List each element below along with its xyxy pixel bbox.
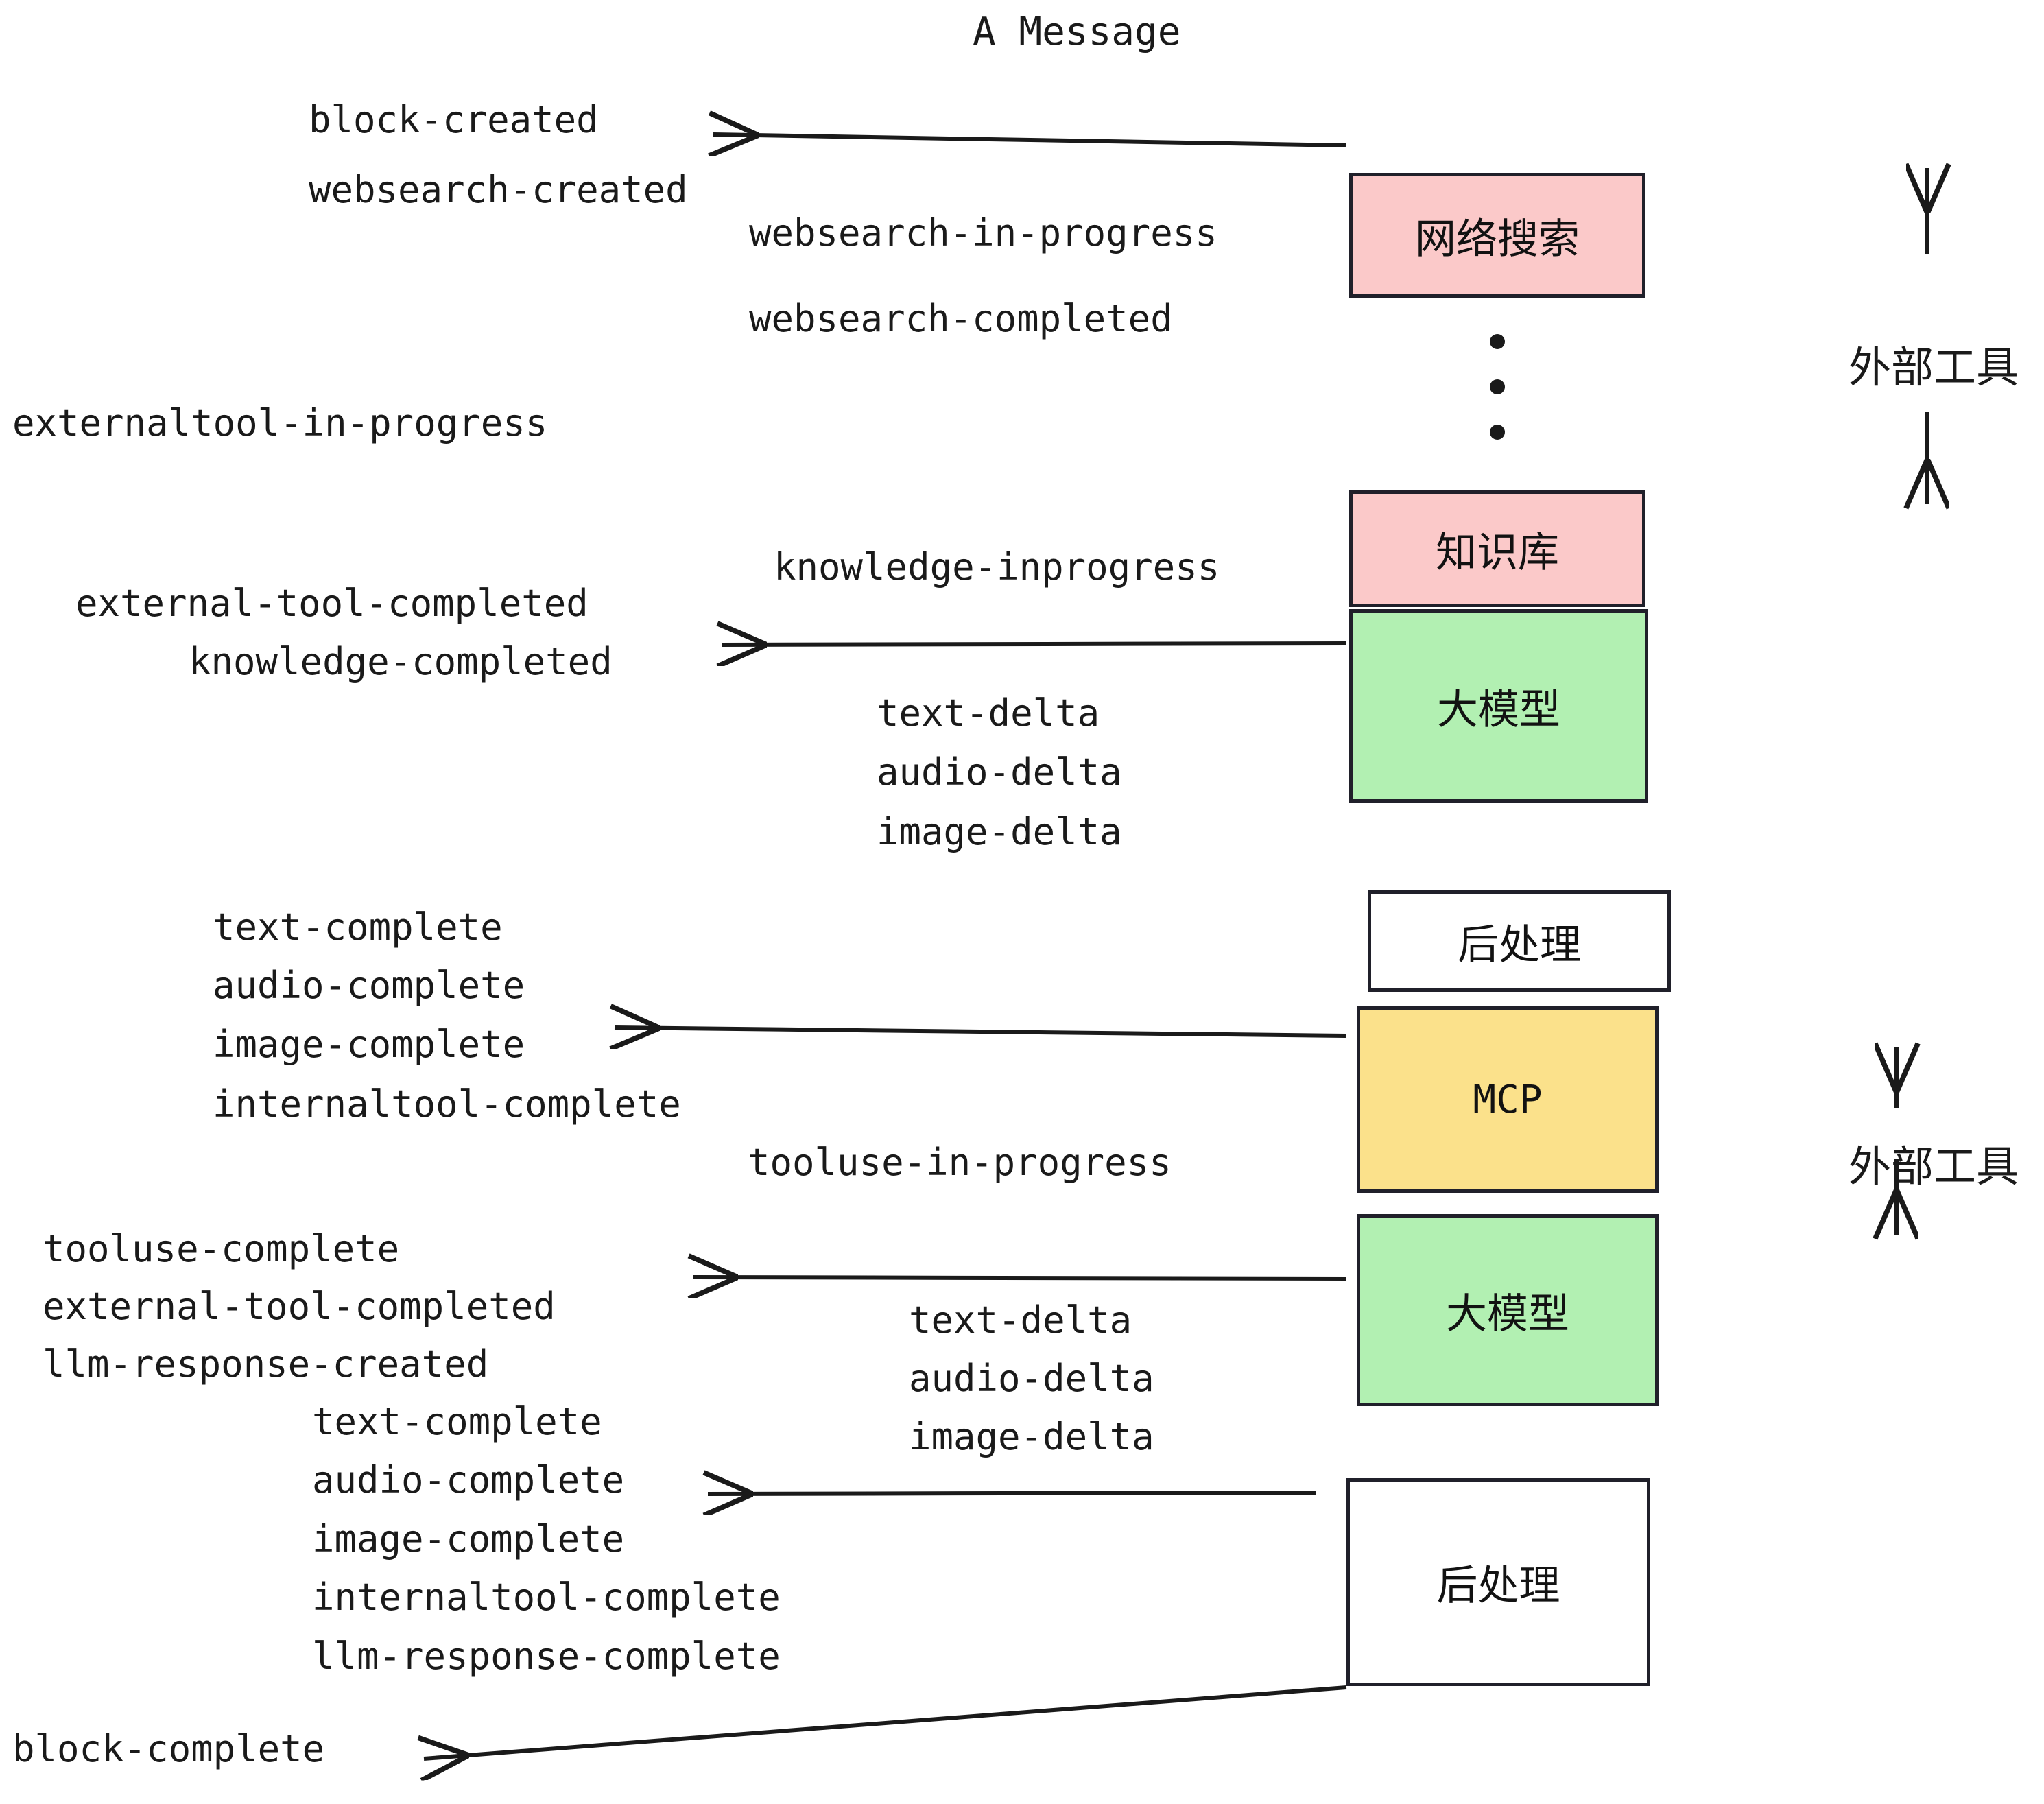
event-label: external-tool-completed [43,1285,556,1328]
event-label: text-delta [909,1298,1132,1342]
event-label: image-complete [312,1517,625,1560]
event-label: internaltool-complete [312,1576,781,1619]
event-label: tooluse-complete [43,1227,400,1270]
box-llm-2[interactable]: 大模型 [1357,1214,1659,1406]
event-label: audio-complete [213,964,525,1007]
event-label: audio-delta [877,750,1122,794]
event-label: external-tool-completed [75,582,589,625]
side-label-external-tool-top: 外部工具 [1849,342,2019,392]
box-mcp[interactable]: MCP [1357,1006,1659,1193]
event-label: image-complete [213,1023,525,1066]
event-label: text-complete [312,1400,602,1443]
box-llm-1[interactable]: 大模型 [1349,609,1648,803]
event-label: text-delta [877,691,1100,735]
page-title: A Message [973,10,1181,54]
arrow-block-complete [424,1685,1347,1759]
arrow-knowledge-done [722,643,1346,645]
event-label: externaltool-in-progress [12,401,548,444]
event-label: knowledge-inprogress [774,545,1220,589]
event-label: text-complete [213,905,503,949]
event-label: block-created [309,98,599,141]
box-postprocess-2[interactable]: 后处理 [1346,1478,1650,1686]
box-knowledge[interactable]: 知识库 [1349,490,1645,607]
event-label: audio-delta [909,1357,1154,1400]
event-label: tooluse-in-progress [748,1141,1172,1184]
event-label: websearch-created [309,168,688,211]
arrow-image-complete [615,1028,1346,1036]
arrow-audio-complete [708,1493,1316,1494]
event-label: llm-response-created [43,1342,489,1386]
event-label: llm-response-complete [312,1635,781,1678]
event-label: knowledge-completed [189,640,613,683]
event-label: audio-complete [312,1458,625,1502]
ellipsis-dots [1490,334,1505,470]
side-label-external-tool-bottom: 外部工具 [1849,1141,2019,1191]
event-label: websearch-in-progress [749,211,1217,254]
event-label: websearch-completed [749,297,1173,340]
arrow-tooluse-complete [693,1277,1346,1279]
event-label: image-delta [909,1415,1154,1458]
box-postprocess-1[interactable]: 后处理 [1368,890,1671,992]
arrow-block-created [713,134,1346,145]
event-label: internaltool-complete [213,1082,681,1126]
box-websearch[interactable]: 网络搜索 [1349,173,1645,298]
event-label: image-delta [877,810,1122,853]
event-label: block-complete [12,1727,325,1770]
